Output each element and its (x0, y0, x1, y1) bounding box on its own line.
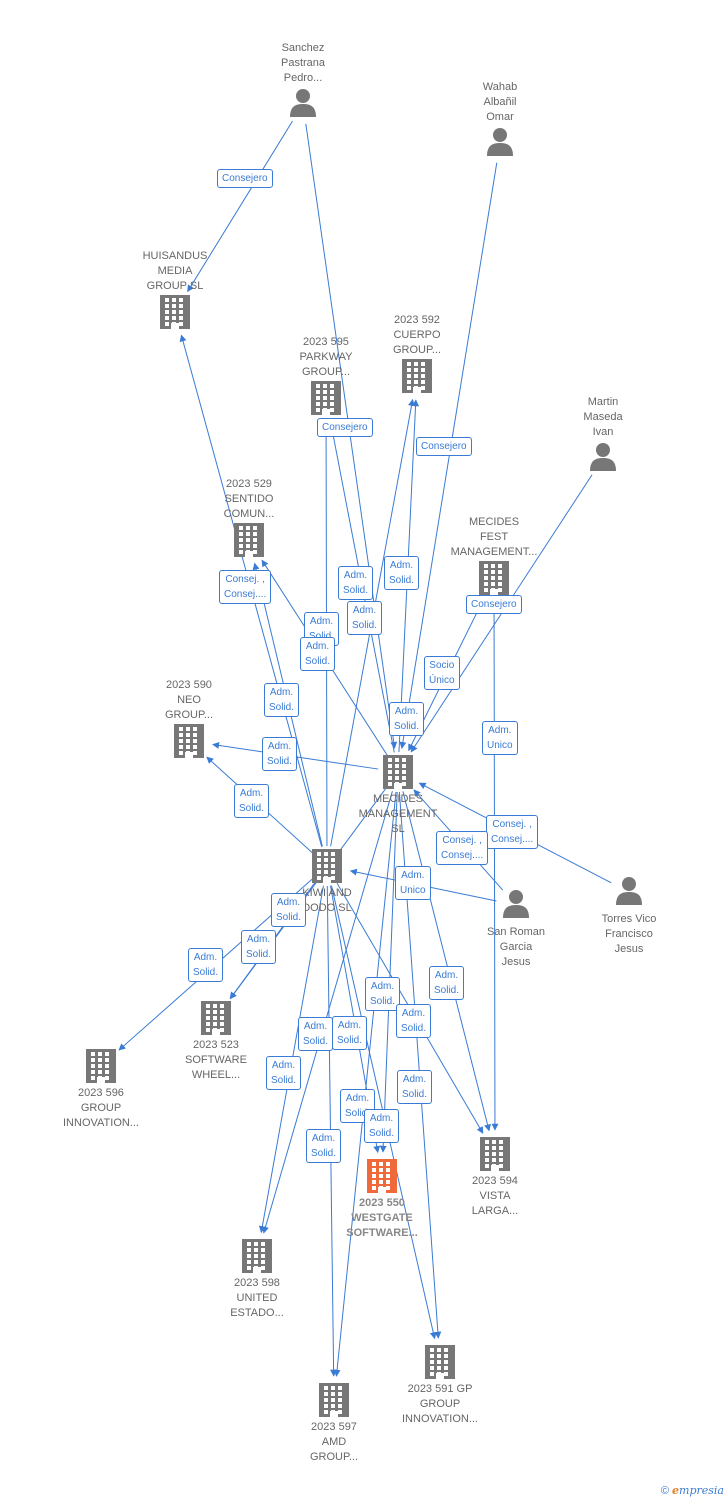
building-icon[interactable] (383, 755, 413, 794)
edge-role-label[interactable]: Adm. Solid. (347, 601, 383, 635)
edge-role-label[interactable]: Adm. Solid. (306, 1129, 342, 1163)
node-label[interactable]: 2023 595 PARKWAY GROUP... (299, 336, 353, 378)
node-label[interactable]: 2023 590 NEO GROUP... (164, 679, 214, 721)
node-label[interactable]: Sanchez Pastrana Pedro... (280, 42, 326, 84)
edge-role-label[interactable]: Consej. , Consej.... (436, 831, 489, 865)
node-label[interactable]: KIWI AND DODO SL (302, 887, 352, 914)
edge-role-label[interactable]: Consej. , Consej.... (486, 815, 539, 849)
edge-role-label[interactable]: Adm. Solid. (364, 1109, 400, 1143)
building-icon[interactable] (479, 561, 509, 600)
edge-role-label[interactable]: Consejero (416, 437, 472, 456)
node-label[interactable]: Martin Maseda Ivan (583, 396, 623, 438)
node-label[interactable]: MECIDES FEST MANAGEMENT... (450, 516, 538, 558)
building-icon[interactable] (367, 1159, 397, 1198)
relationship-edge (491, 597, 499, 1131)
building-icon[interactable] (174, 724, 204, 763)
building-icon[interactable] (160, 295, 190, 334)
edge-role-label[interactable]: Adm. Solid. (188, 948, 224, 982)
edge-role-label[interactable]: Adm. Solid. (340, 1089, 376, 1123)
edge-role-label[interactable]: Adm. Solid. (429, 966, 465, 1000)
edge-role-label[interactable]: Adm. Solid. (397, 1070, 433, 1104)
building-icon[interactable] (311, 381, 341, 420)
person-icon[interactable] (501, 888, 531, 923)
building-icon[interactable] (425, 1345, 455, 1384)
edge-role-label[interactable]: Adm. Solid. (298, 1017, 334, 1051)
edge-role-label[interactable]: Adm. Solid. (266, 1056, 302, 1090)
node-label[interactable]: 2023 592 CUERPO GROUP... (392, 314, 442, 356)
edge-role-label[interactable]: Adm. Solid. (384, 556, 420, 590)
building-icon[interactable] (480, 1137, 510, 1176)
edge-role-label[interactable]: Adm. Solid. (271, 893, 307, 927)
edge-role-label[interactable]: Adm. Solid. (338, 566, 374, 600)
building-icon[interactable] (234, 523, 264, 562)
relationship-edge (402, 791, 491, 1132)
edge-role-label[interactable]: Consejero (466, 595, 522, 614)
person-icon[interactable] (588, 441, 618, 476)
edge-role-label[interactable]: Adm. Solid. (365, 977, 401, 1011)
node-label[interactable]: 2023 597 AMD GROUP... (309, 1421, 359, 1463)
node-label[interactable]: 2023 550 WESTGATE SOFTWARE... (346, 1197, 418, 1239)
copyright-symbol: © (660, 1485, 669, 1497)
person-icon[interactable] (614, 875, 644, 910)
empresia-logo: empresia (672, 1484, 724, 1497)
node-label[interactable]: 2023 529 SENTIDO COMUN... (223, 478, 275, 520)
edge-role-label[interactable]: Adm. Solid. (396, 1004, 432, 1038)
node-label[interactable]: 2023 594 VISTA LARGA... (471, 1175, 519, 1217)
edge-role-label[interactable]: Consejero (317, 418, 373, 437)
building-icon[interactable] (242, 1239, 272, 1278)
edge-role-label[interactable]: Adm. Solid. (264, 683, 300, 717)
edge-role-label[interactable]: Consejero (217, 169, 273, 188)
edge-role-label[interactable]: Adm. Solid. (234, 784, 270, 818)
relationship-edge (333, 791, 397, 1377)
node-label[interactable]: 2023 598 UNITED ESTADO... (230, 1277, 284, 1319)
edge-role-label[interactable]: Adm. Solid. (262, 737, 298, 771)
node-label[interactable]: 2023 591 GP GROUP INNOVATION... (402, 1383, 478, 1425)
edge-role-label[interactable]: Consej. , Consej.... (219, 570, 272, 604)
edge-role-label[interactable]: Adm. Unico (482, 721, 518, 755)
footer-brand[interactable]: © empresia (661, 1484, 724, 1497)
node-label[interactable]: Wahab Albañil Omar (482, 81, 518, 123)
building-icon[interactable] (312, 849, 342, 888)
relationship-edge (187, 120, 293, 293)
edge-role-label[interactable]: Socio Único (424, 656, 460, 690)
building-icon[interactable] (86, 1049, 116, 1088)
node-label[interactable]: Torres Vico Francisco Jesus (601, 913, 657, 955)
node-label[interactable]: San Roman Garcia Jesus (486, 926, 546, 968)
edge-role-label[interactable]: Adm. Solid. (389, 702, 425, 736)
node-label[interactable]: 2023 523 SOFTWARE WHEEL... (185, 1039, 247, 1081)
building-icon[interactable] (402, 359, 432, 398)
person-icon[interactable] (288, 87, 318, 122)
edge-role-label[interactable]: Adm. Solid. (300, 637, 336, 671)
node-label[interactable]: MECIDES MANAGEMENT SL (358, 793, 438, 835)
node-label[interactable]: 2023 596 GROUP INNOVATION... (63, 1087, 139, 1129)
node-label[interactable]: HUISANDUS MEDIA GROUP SL (142, 250, 208, 292)
edge-role-label[interactable]: Adm. Unico (395, 866, 431, 900)
edge-role-label[interactable]: Adm. Solid. (241, 930, 277, 964)
edge-role-label[interactable]: Adm. Solid. (332, 1016, 368, 1050)
relationship-edge (262, 791, 393, 1234)
relationship-edge (379, 791, 398, 1153)
building-icon[interactable] (319, 1383, 349, 1422)
person-icon[interactable] (485, 126, 515, 161)
building-icon[interactable] (201, 1001, 231, 1040)
